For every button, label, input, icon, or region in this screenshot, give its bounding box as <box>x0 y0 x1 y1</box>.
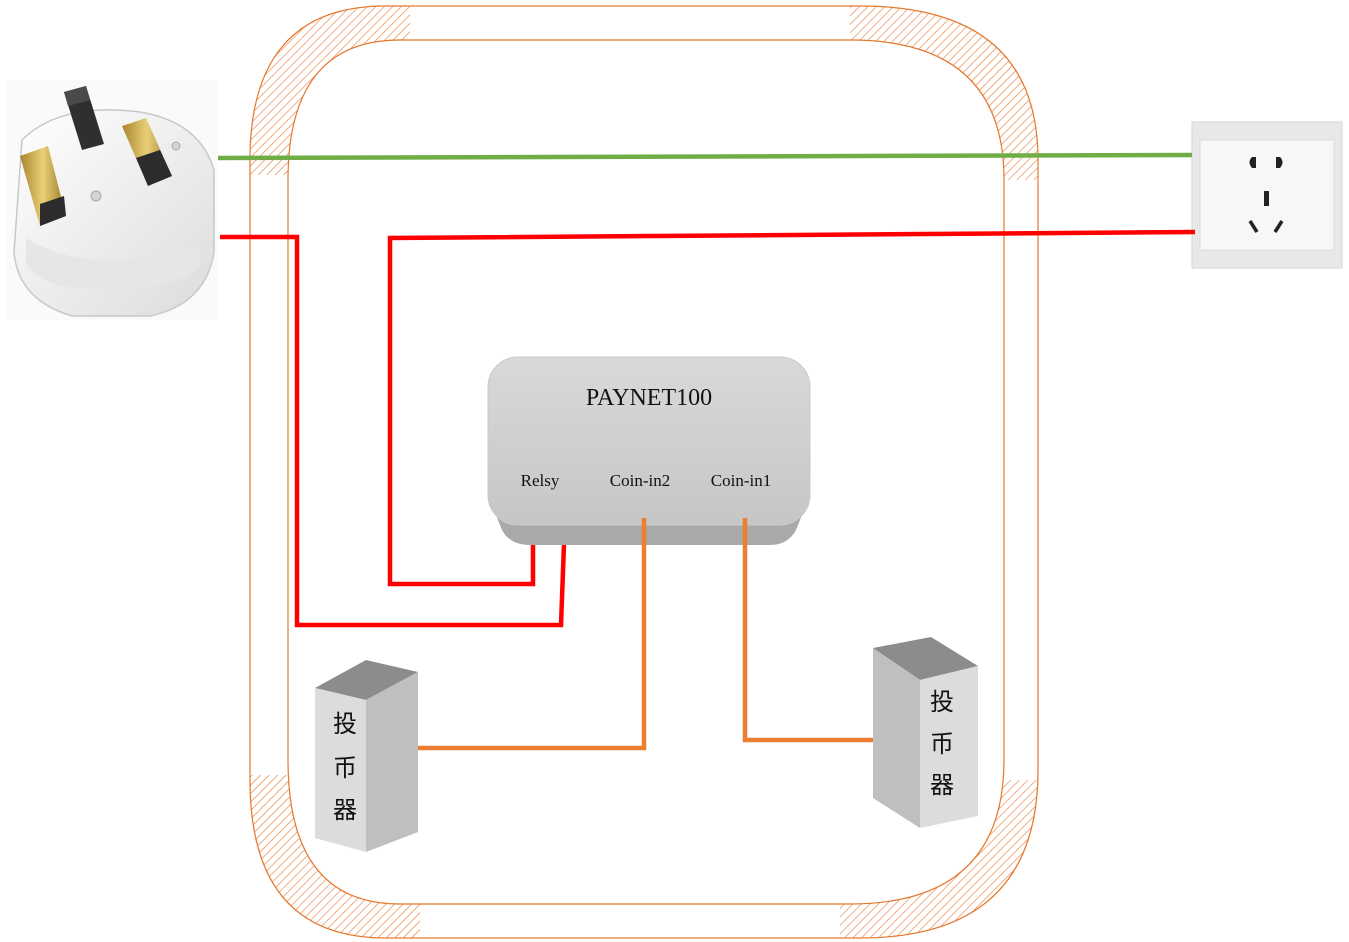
ground-wire <box>217 152 1193 161</box>
enclosure-outer-outline <box>249 5 1039 939</box>
device-body <box>487 356 811 526</box>
socket-hole-4 <box>1273 220 1284 233</box>
port-label-coin-in1: Coin-in1 <box>711 471 771 490</box>
signal-wire-coin-in2 <box>417 518 647 751</box>
enclosure-mask-right <box>1003 180 1039 780</box>
plug-body-front <box>26 238 200 291</box>
socket-hole-1 <box>1249 157 1256 168</box>
coin-acceptor-right-char-3: 器 <box>930 771 954 799</box>
plug-screw-2 <box>171 141 181 151</box>
coin-acceptor-left-top <box>315 660 418 700</box>
plug-screw-1 <box>90 190 102 202</box>
socket-hole-2 <box>1276 157 1283 168</box>
plug-neutral-pin-base <box>136 150 172 186</box>
socket-hole-3 <box>1248 220 1259 233</box>
coin-acceptor-left-front <box>315 688 366 852</box>
enclosure-frame <box>249 5 1039 939</box>
paynet100-device: PAYNET100 Relsy Coin-in2 Coin-in1 <box>487 356 811 545</box>
coin-acceptor-right-side <box>920 666 978 828</box>
enclosure-mask-left <box>249 175 289 775</box>
coin-acceptor-left-char-1: 投 <box>333 710 357 738</box>
socket-hole-earth <box>1264 191 1269 206</box>
coin-acceptor-left-char-2: 币 <box>333 754 357 782</box>
port-label-relay: Relsy <box>521 471 560 490</box>
coin-acceptor-right-top <box>873 637 978 680</box>
plug-earth-pin-tip <box>64 86 90 106</box>
port-label-coin-in2: Coin-in2 <box>610 471 670 490</box>
coin-acceptor-left-char-3: 器 <box>333 796 357 824</box>
coin-acceptor-left: 投 币 器 <box>315 660 418 852</box>
live-wire-plug-to-relay <box>220 234 567 628</box>
coin-acceptor-right-front <box>873 648 920 828</box>
signal-wire-coin-in1 <box>742 518 874 743</box>
coin-acceptor-right-char-1: 投 <box>930 688 954 716</box>
wall-socket-icon <box>1191 121 1343 269</box>
live-wire-socket-to-relay <box>387 229 1196 587</box>
coin-acceptor-left-side <box>366 672 418 852</box>
coin-acceptor-right-char-2: 币 <box>930 730 954 758</box>
coin-acceptor-right: 投 币 器 <box>873 637 978 828</box>
enclosure-inner-outline <box>287 39 1005 905</box>
uk-3-pin-plug-icon <box>6 80 218 320</box>
enclosure-mask-bottom <box>420 903 840 939</box>
enclosure-mask-top <box>410 5 850 41</box>
plug-live-pin-base <box>40 196 66 226</box>
device-title: PAYNET100 <box>586 385 712 411</box>
